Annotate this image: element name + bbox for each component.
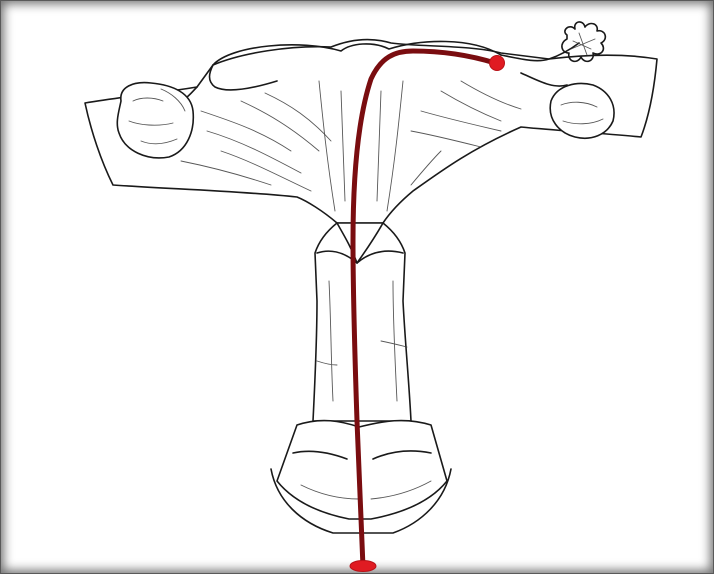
catheter-tip-marker [490,56,505,71]
uterus-outline-sketch [85,22,657,533]
catheter-entry-marker [350,561,376,572]
right-ovary [550,84,614,139]
left-ovary [117,83,193,158]
